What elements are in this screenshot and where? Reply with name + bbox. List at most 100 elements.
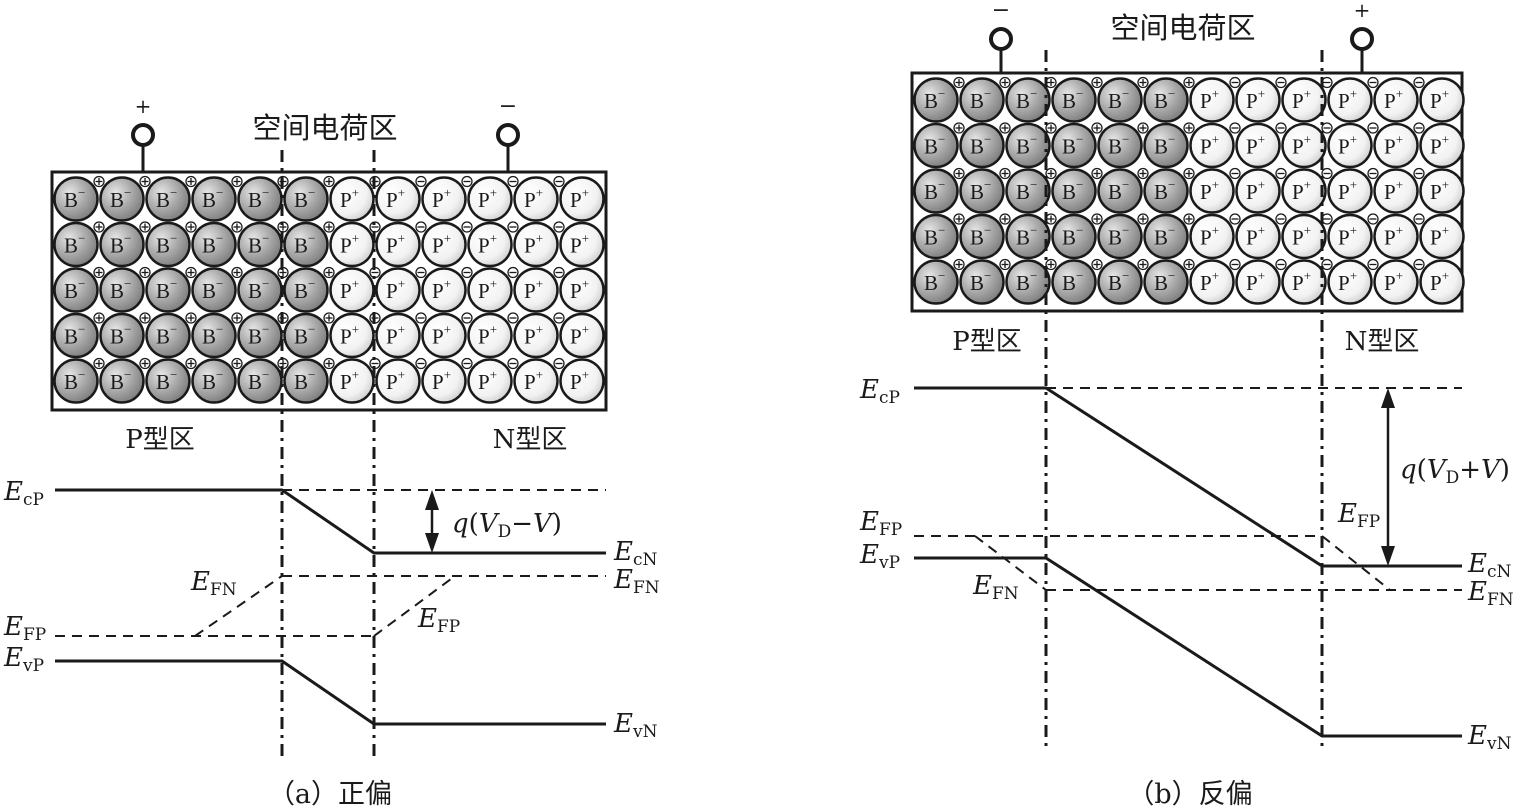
svg-text:P+: P+	[340, 231, 359, 258]
svg-text:P+: P+	[432, 231, 451, 258]
donor-ion: P+	[513, 267, 559, 313]
svg-text:B−: B−	[1062, 86, 1083, 113]
svg-text:P+: P+	[1430, 268, 1449, 295]
svg-text:B−: B−	[202, 322, 223, 349]
acceptor-ion: B−	[1097, 77, 1143, 123]
panel-b-left-electrode: −	[989, 0, 1013, 73]
electron-marker	[1413, 167, 1425, 180]
hole-marker	[185, 175, 197, 188]
electron-marker	[1275, 258, 1287, 271]
acceptor-ion: B−	[145, 267, 191, 313]
hole-marker	[185, 266, 197, 279]
hole-marker	[93, 175, 105, 188]
electron-marker	[1367, 76, 1379, 89]
electron-marker	[1367, 122, 1379, 134]
donor-ion: P+	[1419, 122, 1465, 169]
acceptor-ion: B−	[191, 267, 237, 313]
panel-b-efp-slope	[1321, 535, 1391, 591]
svg-text:B−: B−	[248, 185, 269, 212]
acceptor-ion: B−	[1097, 122, 1143, 169]
acceptor-ion: B−	[1051, 259, 1097, 305]
svg-text:P+: P+	[1338, 268, 1357, 295]
hole-marker	[1183, 167, 1195, 180]
svg-text:B−: B−	[248, 322, 269, 349]
donor-ion: P+	[1189, 259, 1235, 305]
hole-marker	[139, 357, 151, 370]
panel-b-p-region-label: P型区	[952, 327, 1022, 357]
acceptor-ion: B−	[1051, 122, 1097, 169]
svg-text:P+: P+	[386, 367, 405, 394]
electron-marker	[553, 221, 565, 233]
acceptor-ion: B−	[1005, 122, 1051, 169]
svg-text:P+: P+	[340, 185, 359, 212]
electron-marker	[461, 312, 473, 324]
acceptor-ion: B−	[53, 176, 99, 222]
acceptor-ion: B−	[913, 77, 959, 123]
hole-marker	[93, 312, 105, 324]
acceptor-ion: B−	[959, 259, 1005, 305]
electron-marker	[415, 266, 427, 279]
panel-b-conduction-band	[914, 386, 1462, 568]
svg-text:P+: P+	[1384, 132, 1403, 159]
panel-b-ion-lattice: B−B−B−B−B−B−P+P+P+P+P+P+B−B−B−B−B−B−P+P+…	[913, 76, 1465, 305]
hole-marker	[139, 175, 151, 188]
hole-marker	[323, 312, 335, 324]
electron-marker	[553, 266, 565, 279]
panel-a-evn-label: EvN	[613, 709, 658, 742]
svg-text:B−: B−	[1154, 268, 1175, 295]
donor-ion: P+	[329, 267, 375, 313]
donor-ion: P+	[1281, 168, 1327, 214]
donor-ion: P+	[1419, 213, 1465, 260]
svg-text:B−: B−	[202, 231, 223, 258]
hole-marker	[1137, 122, 1149, 134]
panel-a-band-lines	[55, 488, 606, 726]
acceptor-ion: B−	[1005, 213, 1051, 260]
electron-marker	[1413, 76, 1425, 89]
panel-b-n-region-label: N型区	[1345, 327, 1420, 357]
panel-b-efp-label: EFP	[859, 507, 902, 540]
acceptor-ion: B−	[959, 168, 1005, 214]
acceptor-ion: B−	[913, 259, 959, 305]
donor-ion: P+	[375, 358, 421, 404]
electron-marker	[461, 266, 473, 279]
svg-text:B−: B−	[64, 231, 85, 258]
svg-text:B−: B−	[156, 276, 177, 303]
panel-b-right-electrode: +	[1350, 0, 1374, 73]
donor-ion: P+	[421, 267, 467, 313]
panel-a-space-charge-title: 空间电荷区	[252, 111, 397, 145]
svg-text:P+: P+	[478, 276, 497, 303]
hole-marker	[999, 213, 1011, 225]
svg-text:P+: P+	[1246, 86, 1265, 113]
hole-marker	[1091, 213, 1103, 225]
donor-ion: P+	[513, 221, 559, 268]
electron-marker	[553, 312, 565, 324]
electron-marker	[1275, 213, 1287, 225]
hole-marker	[185, 312, 197, 324]
acceptor-ion: B−	[1051, 168, 1097, 214]
svg-text:P+: P+	[432, 367, 451, 394]
hole-marker	[1137, 76, 1149, 89]
donor-ion: P+	[329, 176, 375, 222]
svg-text:P+: P+	[1246, 268, 1265, 295]
hole-marker	[323, 221, 335, 233]
svg-text:B−: B−	[202, 185, 223, 212]
panel-a-caption: （a）正偏	[268, 779, 392, 810]
panel-a-ecp-label: EcP	[3, 477, 44, 510]
donor-ion: P+	[1189, 77, 1235, 123]
svg-text:P+: P+	[1384, 86, 1403, 113]
svg-text:B−: B−	[1154, 223, 1175, 250]
electron-marker	[415, 357, 427, 370]
hole-marker	[953, 167, 965, 180]
svg-text:B−: B−	[110, 322, 131, 349]
svg-text:B−: B−	[110, 276, 131, 303]
panel-b-right-polarity: +	[1354, 0, 1371, 22]
hole-marker	[139, 266, 151, 279]
panel-b-barrier-label: q(VD+V)	[1400, 455, 1510, 488]
donor-ion: P+	[1235, 259, 1281, 305]
svg-text:P+: P+	[432, 185, 451, 212]
hole-marker	[231, 312, 243, 324]
svg-text:P+: P+	[570, 322, 589, 349]
acceptor-ion: B−	[1051, 77, 1097, 123]
svg-text:B−: B−	[294, 185, 315, 212]
electron-marker	[1413, 258, 1425, 271]
